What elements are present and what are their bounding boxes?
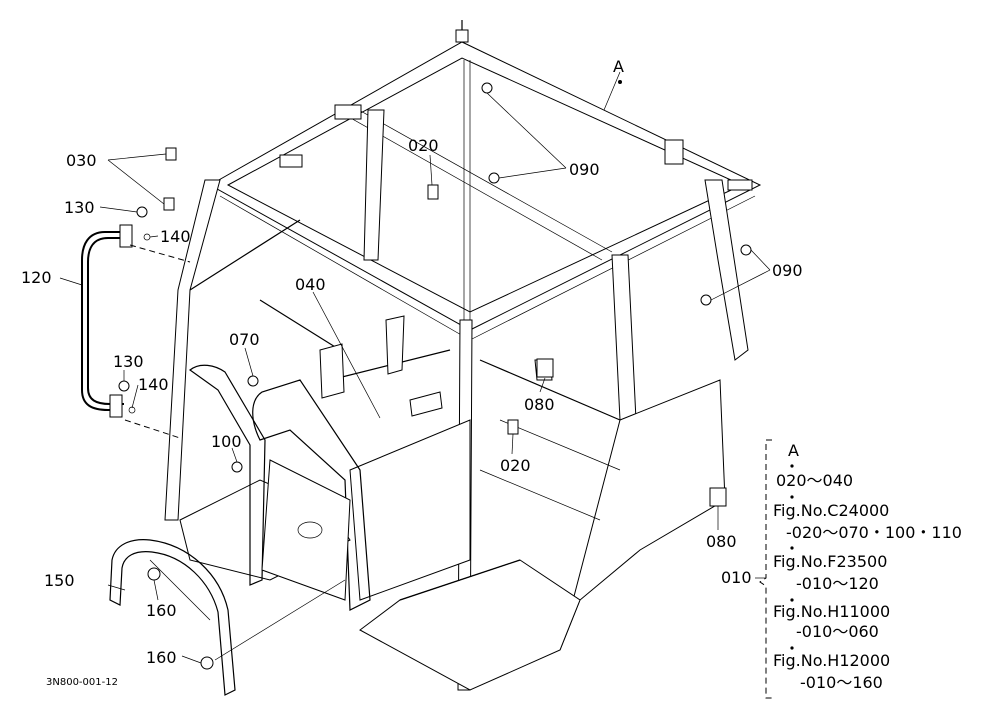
callout-020-lower: 020 (500, 456, 531, 475)
callout-020-upper: 020 (408, 136, 439, 155)
callout-080-center: 080 (524, 395, 555, 414)
callout-040: 040 (295, 275, 326, 294)
legend-line4: Fig.No.F23500 (773, 552, 887, 571)
legend-block: A 020～040 Fig.No.C24000 -020～070・100・110… (755, 439, 962, 699)
door-frame (189, 364, 371, 611)
callout-080-right: 080 (706, 532, 737, 551)
step-150 (109, 539, 236, 696)
legend-line3: -020～070・100・110 (786, 523, 962, 542)
callout-160-lower: 160 (146, 648, 177, 667)
callout-090-right: 090 (772, 261, 803, 280)
callout-150: 150 (44, 571, 75, 590)
legend-line9: -010～160 (800, 673, 883, 692)
leader-lines (59, 71, 771, 664)
callout-100: 100 (211, 432, 242, 451)
callout-140-lower: 140 (138, 375, 169, 394)
callout-070: 070 (229, 330, 260, 349)
callout-010: 010 (721, 568, 752, 587)
legend-line2: Fig.No.C24000 (773, 501, 889, 520)
legend-line7: -010～060 (796, 622, 879, 641)
callout-030: 030 (66, 151, 97, 170)
legend-head: A (788, 441, 799, 460)
callout-140-upper: 140 (160, 227, 191, 246)
legend-line1: 020～040 (776, 471, 853, 490)
handrail-120 (81, 224, 191, 439)
legend-line8: Fig.No.H12000 (773, 651, 890, 670)
drawing-id: 3N800-001-12 (46, 677, 118, 688)
callout-130-lower: 130 (113, 352, 144, 371)
callout-labels: 030 130 140 120 130 140 020 090 090 040 … (21, 57, 803, 667)
roof-frame (208, 20, 762, 341)
legend-line6: Fig.No.H11000 (773, 602, 890, 621)
callout-160-upper: 160 (146, 601, 177, 620)
legend-line5: -010～120 (796, 574, 879, 593)
callout-130-upper: 130 (64, 198, 95, 217)
callout-120: 120 (21, 268, 52, 287)
callout-A: A (613, 57, 624, 76)
callout-090-upper: 090 (569, 160, 600, 179)
